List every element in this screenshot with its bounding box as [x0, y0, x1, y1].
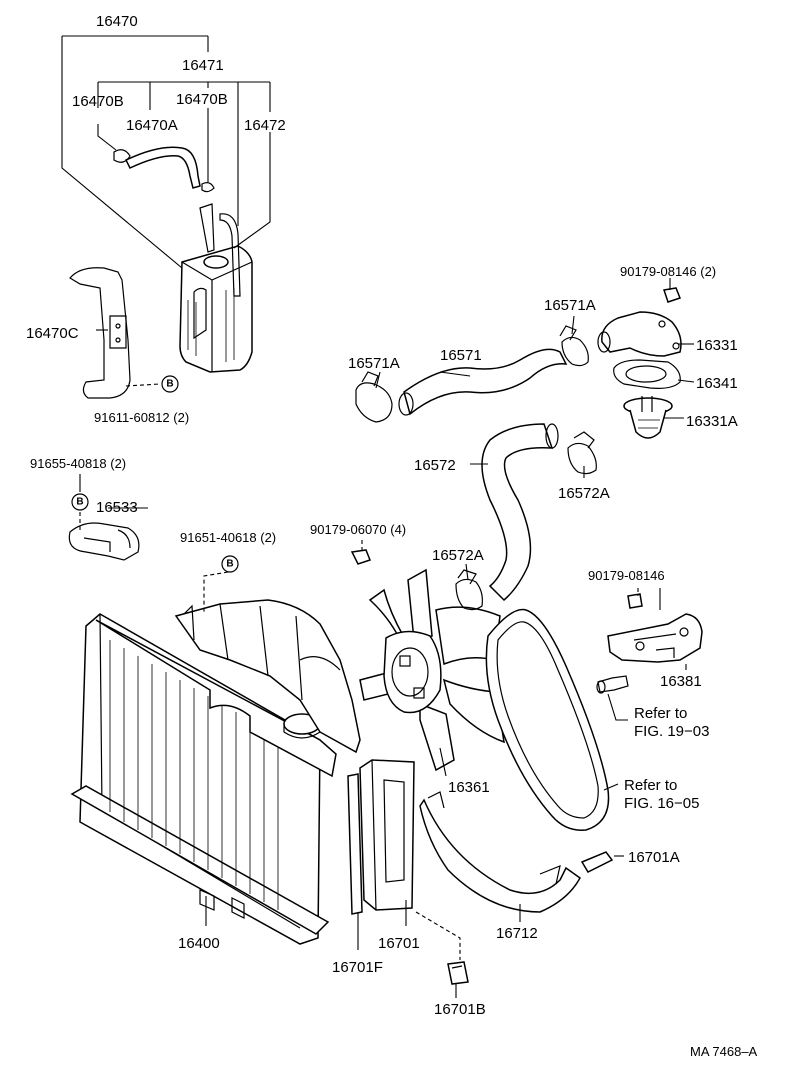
label-16571: 16571 [440, 347, 482, 364]
label-refer-16-05-line1: Refer to [624, 777, 677, 794]
bolt-badge-91651: B [221, 555, 239, 573]
label-16701A: 16701A [628, 849, 680, 866]
shroud-clip-16701B [447, 961, 469, 985]
label-16470C: 16470C [26, 325, 79, 342]
label-16470A: 16470A [126, 117, 178, 134]
gasket-16341 [613, 359, 681, 389]
label-91611-60812: 91611-60812 (2) [94, 410, 189, 425]
label-16712: 16712 [496, 925, 538, 942]
label-16571A-right: 16571A [544, 297, 596, 314]
fan-shroud [174, 599, 361, 754]
reservoir-leader-lines [61, 35, 271, 387]
reservoir-clip-16470B-left [113, 149, 131, 163]
bolt-90179-08146-top [663, 287, 681, 303]
clamp-16571A-left [355, 371, 393, 423]
clamp-16572A-left [455, 569, 483, 611]
leader-16533 [79, 474, 148, 509]
label-refer-16-05-line2: FIG. 16−05 [624, 795, 699, 812]
label-16701B: 16701B [434, 1001, 486, 1018]
shroud-seal-16701F [347, 773, 363, 915]
bolt-badge-91611: B [161, 375, 179, 393]
label-90179-08146-mid: 90179-08146 [588, 568, 665, 583]
water-inlet-16331 [597, 311, 682, 357]
radiator-16400 [70, 613, 337, 945]
label-16572: 16572 [414, 457, 456, 474]
v-belt [485, 608, 610, 831]
label-16472: 16472 [244, 117, 286, 134]
reservoir-hose-16470A [124, 146, 201, 189]
label-16533: 16533 [96, 499, 138, 516]
label-16701F: 16701F [332, 959, 383, 976]
label-16331: 16331 [696, 337, 738, 354]
thermostat-16331A [623, 396, 673, 439]
reservoir-bracket-16470C [69, 267, 131, 399]
fan-shroud-lower-16712 [419, 791, 581, 913]
label-16471: 16471 [182, 57, 224, 74]
label-16572A-right: 16572A [558, 485, 610, 502]
leader-lines [203, 278, 695, 998]
reservoir-tank [179, 245, 253, 373]
label-16470B-right: 16470B [176, 91, 228, 108]
upper-hose-16571 [398, 348, 568, 416]
label-16361: 16361 [448, 779, 490, 796]
reservoir-clip-16470B-right [201, 182, 215, 193]
svg-text:B: B [226, 559, 233, 570]
bolt-badge-91655: B [71, 493, 89, 511]
bracket-16381 [607, 613, 703, 663]
lower-hose-16572 [481, 423, 559, 602]
svg-text:B: B [166, 379, 173, 390]
label-91655-40818: 91655-40818 (2) [30, 456, 126, 471]
label-90179-06070: 90179-06070 (4) [310, 522, 406, 537]
nut-90179-06070 [350, 549, 371, 565]
label-16572A-left: 16572A [432, 547, 484, 564]
drawing-code: MA 7468–A [690, 1044, 758, 1059]
clamp-16571A-right [559, 325, 589, 367]
label-16331A: 16331A [686, 413, 738, 430]
label-16571A-left: 16571A [348, 355, 400, 372]
cooling-fan-16361 [359, 568, 505, 772]
label-16701: 16701 [378, 935, 420, 952]
shroud-lower-16701 [359, 759, 415, 911]
stud-bolt [596, 675, 629, 694]
svg-text:B: B [76, 497, 83, 508]
bolt-90179-08146-mid [627, 593, 643, 609]
label-90179-08146-top: 90179-08146 (2) [620, 264, 716, 279]
label-16381: 16381 [660, 673, 702, 690]
label-16341: 16341 [696, 375, 738, 392]
label-16400: 16400 [178, 935, 220, 952]
reservoir-tube-16472 [199, 203, 241, 297]
label-16470: 16470 [96, 13, 138, 30]
bracket-16533 [68, 512, 140, 561]
label-refer-19-03-line2: FIG. 19−03 [634, 723, 709, 740]
label-91651-40618: 91651-40618 (2) [180, 530, 276, 545]
clip-16701A [580, 851, 614, 873]
label-refer-19-03-line1: Refer to [634, 705, 687, 722]
label-16470B-left: 16470B [72, 93, 124, 110]
clamp-16572A-right [567, 431, 597, 475]
